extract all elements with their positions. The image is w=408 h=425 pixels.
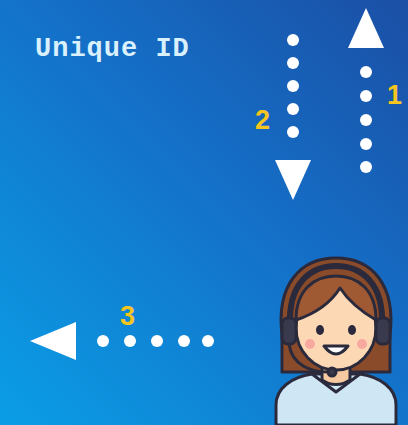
callout-number: 3 <box>120 303 135 330</box>
callout-number: 2 <box>255 107 270 134</box>
support-agent-icon <box>276 258 396 425</box>
id-label: Unique ID <box>35 36 190 63</box>
callout-number: 1 <box>387 82 402 109</box>
down-arrow <box>275 34 311 200</box>
up-arrow <box>348 8 384 173</box>
